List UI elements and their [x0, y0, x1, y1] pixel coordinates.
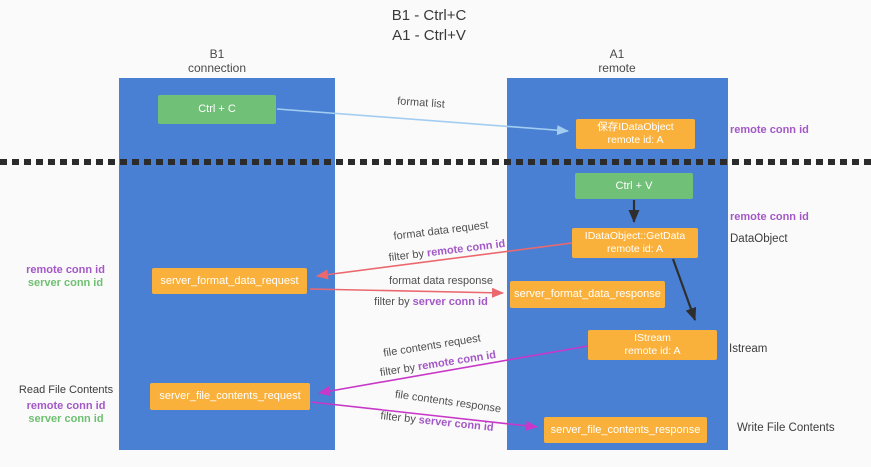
node-istream-line2: remote id: A — [624, 345, 681, 357]
node-ctrl-c-label: Ctrl + C — [198, 103, 236, 115]
label-file-contents-response-text: file contents response — [394, 388, 502, 416]
label-format-list: format list — [397, 95, 445, 110]
lane-header-a1: A1 remote — [557, 47, 677, 75]
title-line-1: B1 - Ctrl+C — [391, 7, 467, 24]
node-server-format-data-response-label: server_format_data_response — [514, 288, 661, 300]
node-server-file-contents-response: server_file_contents_response — [544, 417, 707, 443]
right-label-remote-conn-id-2: remote conn id — [730, 211, 809, 223]
left-label-remote-conn-id-1: remote conn id — [26, 264, 105, 276]
right-label-dataobject: DataObject — [730, 233, 788, 245]
lane-a1-title: A1 — [609, 47, 625, 61]
left-label-server-conn-id-1: server conn id — [27, 277, 104, 289]
label-format-data-request-text: format data request — [392, 219, 490, 243]
node-save-idataobject-line2: remote id: A — [607, 134, 664, 146]
label-format-data-response: format data response — [389, 275, 493, 287]
node-server-file-contents-response-label: server_file_contents_response — [550, 423, 701, 436]
node-save-idataobject-line1: 保存IDataObject — [597, 121, 674, 133]
filter-by-text: filter by — [388, 247, 425, 265]
arrow-format-data-response — [309, 287, 504, 298]
node-save-idataobject: 保存IDataObject remote id: A — [576, 119, 695, 149]
title-line-2: A1 - Ctrl+V — [392, 27, 466, 44]
node-server-format-data-request: server_format_data_request — [152, 268, 307, 294]
node-server-format-data-response: server_format_data_response — [510, 281, 665, 308]
left-label-remote-conn-id-2: remote conn id — [26, 400, 106, 412]
label-file-contents-response: file contents response — [394, 389, 502, 416]
remote-conn-id-text: remote conn id — [426, 237, 506, 260]
node-server-file-contents-request: server_file_contents_request — [150, 383, 310, 410]
label-format-list-text: format list — [396, 95, 446, 111]
left-label-server-conn-id-2: server conn id — [28, 413, 104, 425]
filter-by-text: filter by — [379, 361, 417, 380]
right-label-remote-conn-id-1: remote conn id — [730, 124, 809, 136]
node-getdata-line2: remote id: A — [606, 243, 664, 255]
node-istream-line1: IStream — [634, 332, 671, 344]
left-label-group-file: Read File Contents remote conn id server… — [14, 384, 118, 426]
label-format-data-response-text: format data response — [389, 275, 493, 287]
left-label-read-file-contents: Read File Contents — [18, 384, 114, 396]
node-istream: IStream remote id: A — [588, 330, 717, 360]
node-idataobject-getdata: IDataObject::GetData remote id: A — [572, 228, 698, 258]
node-getdata-line1: IDataObject::GetData — [584, 230, 686, 242]
diagram-title: B1 - Ctrl+C A1 - Ctrl+V — [329, 6, 529, 46]
filter-by-text: filter by — [374, 296, 410, 308]
node-server-format-data-request-label: server_format_data_request — [160, 274, 299, 287]
label-format-data-request: format data request — [393, 219, 489, 243]
right-label-istream: Istream — [729, 343, 768, 355]
lane-b1-title: B1 — [209, 47, 225, 61]
node-ctrl-c: Ctrl + C — [158, 95, 276, 124]
server-conn-id-text: server conn id — [412, 296, 488, 308]
left-label-group-format: remote conn id server conn id — [18, 264, 113, 290]
filter-by-text: filter by — [379, 410, 417, 426]
server-conn-id-text: server conn id — [418, 414, 495, 434]
right-label-write-file-contents: Write File Contents — [737, 422, 835, 434]
node-ctrl-v: Ctrl + V — [575, 173, 693, 199]
lane-a1-subtitle: remote — [598, 61, 636, 75]
lane-b1-subtitle: connection — [187, 61, 247, 75]
node-ctrl-v-label: Ctrl + V — [615, 179, 653, 192]
dashed-separator-line — [0, 159, 871, 165]
node-server-file-contents-request-label: server_file_contents_request — [159, 390, 301, 402]
lane-header-b1: B1 connection — [157, 47, 277, 75]
